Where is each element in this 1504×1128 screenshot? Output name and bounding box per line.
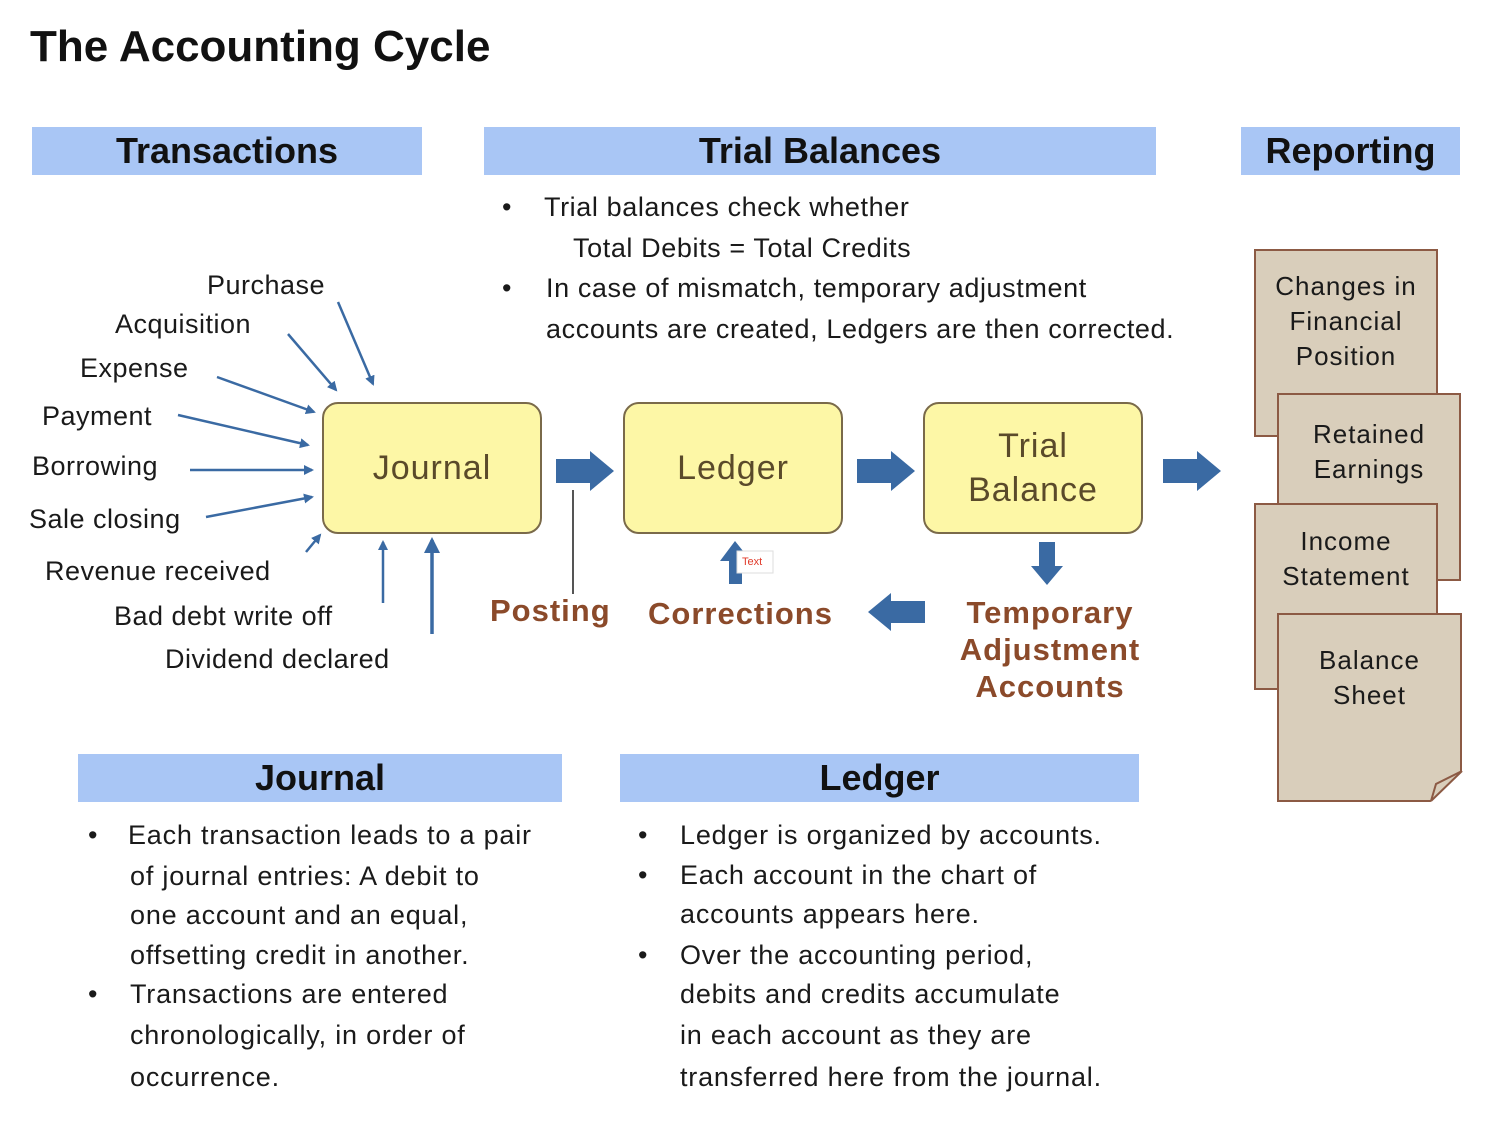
journal-note-line: occurrence.	[130, 1062, 280, 1092]
bullet-marker: •	[502, 192, 512, 222]
ledger-note-line: debits and credits accumulate	[680, 979, 1061, 1009]
header-reporting: Reporting	[1241, 127, 1460, 175]
arrow-purchase	[336, 301, 375, 386]
journal-box-label: Journal	[372, 448, 492, 487]
ledger-note-line: Over the accounting period,	[680, 940, 1034, 970]
doc-balance-sheet: Balance Sheet	[1277, 613, 1462, 802]
bullet-marker: •	[638, 820, 648, 850]
journal-note-line: Each transaction leads to a pair	[128, 820, 532, 850]
doc-line: Balance	[1319, 645, 1420, 675]
arrow-expense	[216, 375, 316, 414]
ledger-box-label: Ledger	[677, 448, 789, 487]
transaction-label: Dividend declared	[165, 644, 390, 674]
header-trial-balances: Trial Balances	[484, 127, 1156, 175]
trial-balance-label-1: Trial	[998, 426, 1068, 465]
arrow-trial-down	[1031, 542, 1063, 585]
journal-note-line: Transactions are entered	[130, 979, 449, 1009]
trial-balance-label-2: Balance	[968, 471, 1098, 509]
trial-balance-box: Trial Balance	[923, 402, 1143, 534]
bullet-marker: •	[88, 979, 98, 1009]
header-ledger: Ledger	[620, 754, 1139, 802]
doc-line: Financial	[1289, 306, 1403, 337]
transaction-label: Sale closing	[29, 504, 181, 534]
bullet-marker: •	[502, 273, 512, 303]
arrow-revenue	[305, 533, 322, 553]
tb-note-line-2: Total Debits = Total Credits	[573, 233, 912, 263]
journal-note-line: chronologically, in order of	[130, 1020, 466, 1050]
bullet-marker: •	[638, 940, 648, 970]
arrow-acquisition	[287, 333, 338, 392]
page-title: The Accounting Cycle	[30, 22, 491, 71]
ledger-box: Ledger	[623, 402, 843, 534]
doc-line: Changes in	[1275, 271, 1417, 301]
journal-note-line: one account and an equal,	[130, 900, 469, 930]
ledger-note-line: transferred here from the journal.	[680, 1062, 1102, 1092]
doc-line: Retained	[1312, 419, 1426, 449]
transaction-label: Expense	[80, 353, 189, 383]
doc-line: Position	[1295, 341, 1397, 372]
arrow-ledger-to-trial	[857, 451, 915, 491]
bullet-marker: •	[638, 860, 648, 890]
arrow-sale-closing	[205, 493, 314, 519]
tb-note-line-3: In case of mismatch, temporary adjustmen…	[546, 273, 1087, 303]
tb-note-line-1: Trial balances check whether	[544, 192, 910, 222]
transaction-label: Acquisition	[115, 309, 252, 339]
transaction-label: Bad debt write off	[114, 601, 333, 631]
corrections-tag: Text	[742, 556, 763, 568]
tmp-line-3: Accounts	[975, 669, 1125, 704]
arrow-journal-to-ledger	[556, 451, 614, 491]
bullet-marker: •	[88, 820, 98, 850]
ledger-note-line: Ledger is organized by accounts.	[680, 820, 1102, 850]
journal-note-line: of journal entries: A debit to	[130, 861, 480, 891]
transaction-label: Purchase	[207, 270, 326, 300]
transaction-label: Borrowing	[32, 451, 159, 481]
arrow-to-corrections	[868, 593, 925, 631]
transaction-label: Revenue received	[45, 556, 271, 586]
header-transactions: Transactions	[32, 127, 422, 175]
arrow-trial-to-reporting	[1163, 451, 1221, 491]
arrow-payment	[177, 413, 310, 449]
tmp-line-1: Temporary	[966, 595, 1134, 630]
doc-line: Sheet	[1333, 680, 1406, 711]
journal-note-line: offsetting credit in another.	[130, 940, 470, 970]
ledger-note-line: accounts appears here.	[680, 899, 980, 929]
doc-line: Earnings	[1313, 454, 1425, 485]
posting-label: Posting	[490, 593, 611, 628]
header-journal: Journal	[78, 754, 562, 802]
corrections-label: Corrections	[648, 596, 833, 631]
journal-box: Journal	[322, 402, 542, 534]
ledger-note-line: Each account in the chart of	[680, 860, 1038, 890]
ledger-note-line: in each account as they are	[680, 1020, 1032, 1050]
doc-line: Income	[1300, 526, 1392, 556]
transaction-label: Payment	[42, 401, 153, 431]
tmp-line-2: Adjustment	[959, 632, 1141, 667]
doc-line: Statement	[1282, 561, 1410, 592]
tb-note-line-4: accounts are created, Ledgers are then c…	[546, 314, 1175, 344]
temporary-adjustment-label: Temporary Adjustment Accounts	[950, 594, 1150, 705]
